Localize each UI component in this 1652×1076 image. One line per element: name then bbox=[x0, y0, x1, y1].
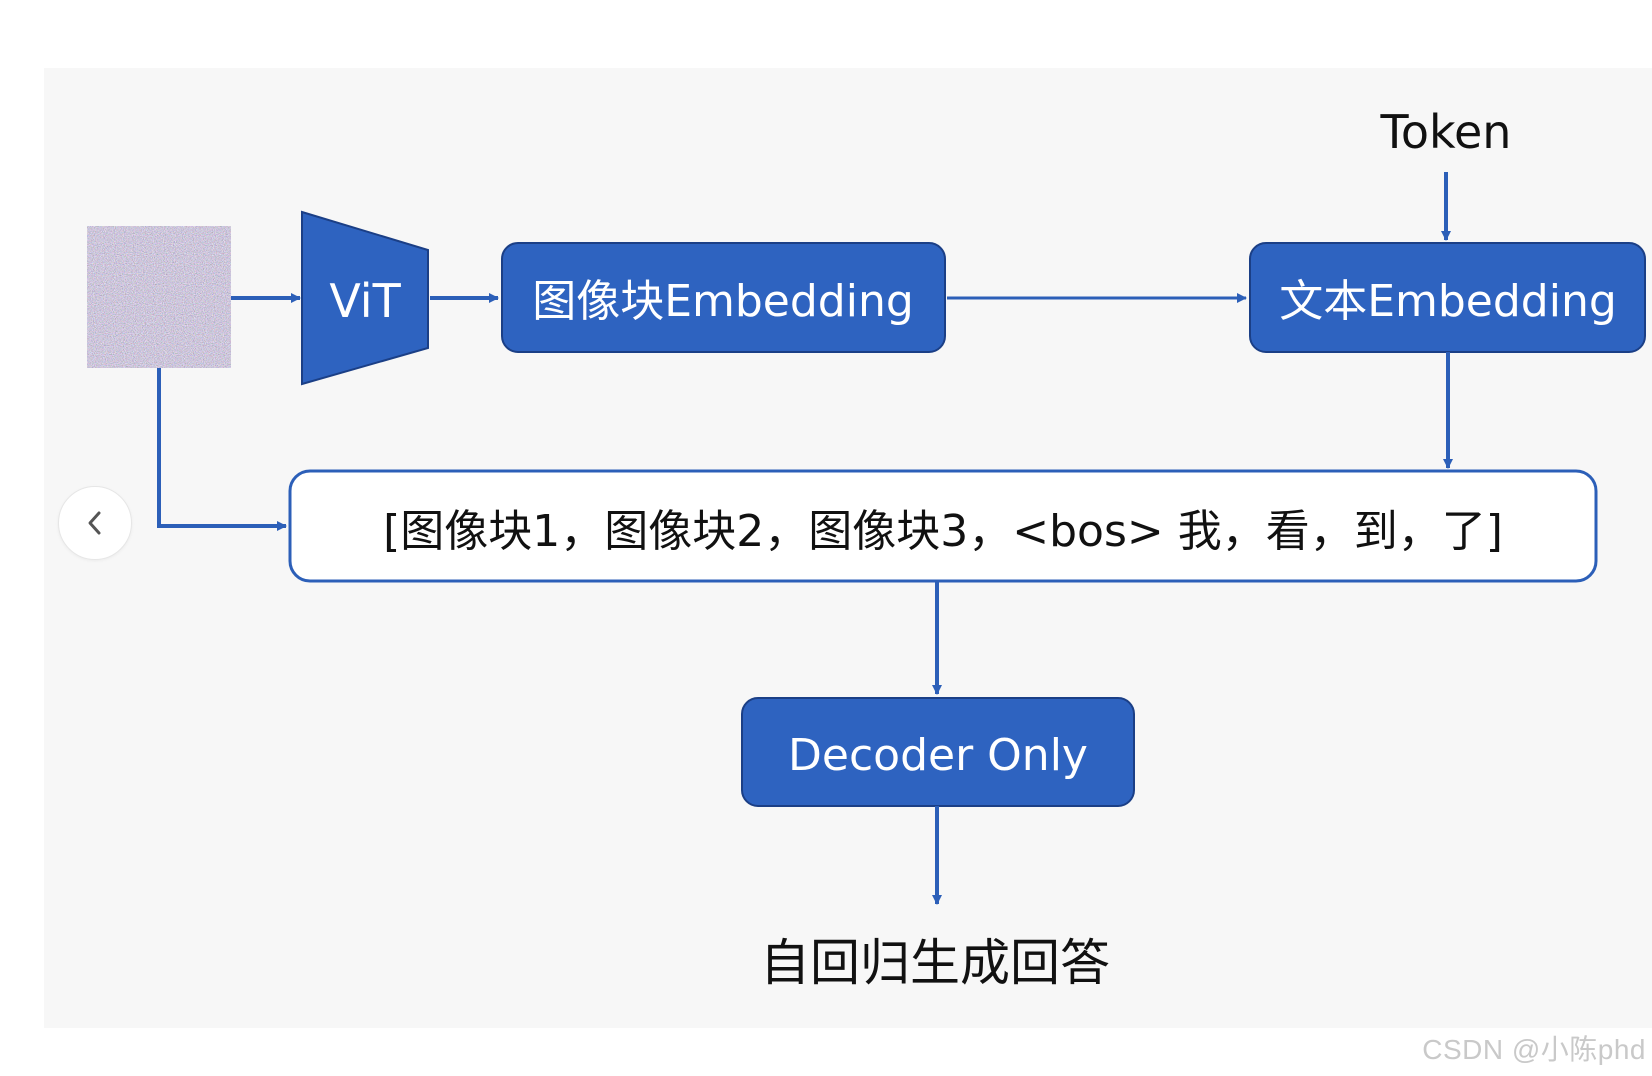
output-label: 自回归生成回答 bbox=[760, 934, 1110, 992]
image-patch-embedding-box: 图像块Embedding bbox=[501, 242, 946, 353]
arrow-image-to-sequence bbox=[157, 368, 287, 531]
vit-label: ViT bbox=[329, 274, 401, 328]
decoder-only-box: Decoder Only bbox=[741, 697, 1135, 807]
text-embedding-label: 文本Embedding bbox=[1279, 276, 1617, 327]
sequence-box: [图像块1，图像块2，图像块3，<bos> 我，看，到，了] bbox=[288, 469, 1598, 583]
sequence-label: [图像块1，图像块2，图像块3，<bos> 我，看，到，了] bbox=[383, 506, 1503, 557]
decoder-only-label: Decoder Only bbox=[788, 730, 1088, 781]
input-image bbox=[87, 226, 231, 368]
watermark: CSDN @小陈phd bbox=[1422, 1034, 1646, 1065]
vit-block: ViT bbox=[301, 210, 429, 386]
text-embedding-box: 文本Embedding bbox=[1249, 242, 1646, 353]
previous-image-button[interactable] bbox=[58, 486, 132, 560]
token-label: Token bbox=[1380, 105, 1512, 159]
image-patch-embedding-label: 图像块Embedding bbox=[532, 276, 914, 327]
chevron-left-icon bbox=[88, 511, 101, 535]
